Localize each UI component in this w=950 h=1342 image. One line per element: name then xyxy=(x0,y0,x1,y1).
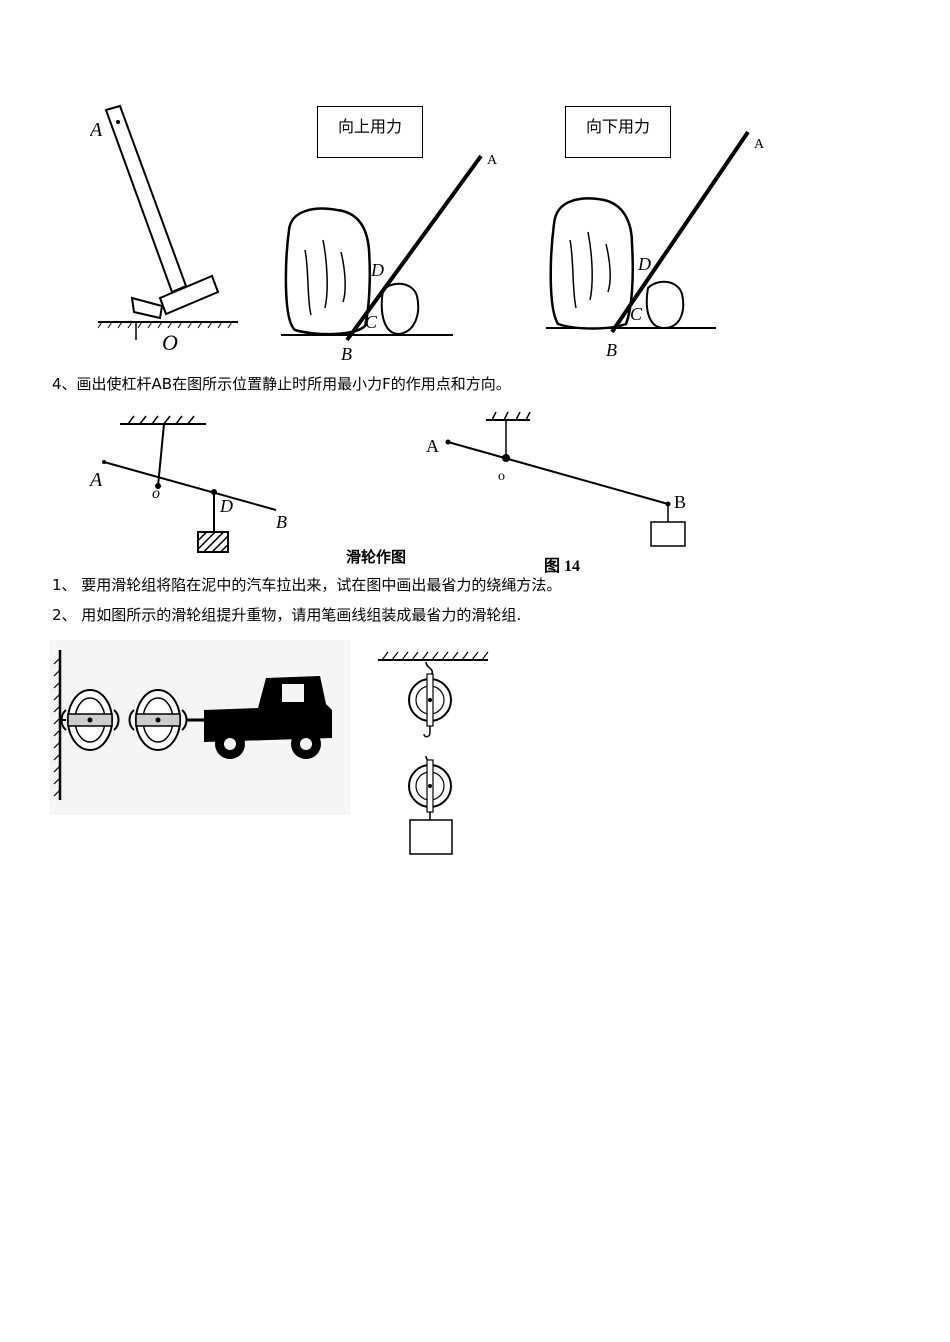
weight-box xyxy=(650,521,686,547)
lever-rod xyxy=(345,154,483,342)
small-stone xyxy=(380,282,420,336)
hanging-pulley-figure xyxy=(378,651,489,855)
fixed-pulley xyxy=(408,661,452,738)
question-1-text: 1、 要用滑轮组将陷在泥中的汽车拉出来，试在图中画出最省力的绕绳方法。 xyxy=(52,576,562,594)
small-stone xyxy=(645,280,685,330)
figure-caption: 图 14 xyxy=(544,558,581,575)
rock-lever-up-figure: A D C B xyxy=(281,153,498,364)
large-rock xyxy=(284,207,372,336)
hammer-label-o: O xyxy=(162,330,178,355)
car-pulley-figure xyxy=(50,640,350,815)
hammer-lever-figure: A O xyxy=(90,104,238,355)
svg-text:o: o xyxy=(498,469,505,484)
movable-pulley xyxy=(408,755,452,824)
svg-text:A: A xyxy=(426,436,439,456)
fixed-pulley xyxy=(60,689,120,751)
svg-text:C: C xyxy=(365,312,378,332)
downward-force-box: 向下用力 xyxy=(565,106,671,158)
svg-text:C: C xyxy=(630,304,643,324)
lever-diagram-left: A o D B xyxy=(88,415,287,553)
svg-text:D: D xyxy=(219,496,233,516)
lever-rod xyxy=(610,130,750,334)
svg-text:A: A xyxy=(754,137,765,152)
question-2-text: 2、 用如图所示的滑轮组提升重物，请用笔画线组装成最省力的滑轮组. xyxy=(52,606,522,624)
svg-text:B: B xyxy=(341,344,352,364)
weight-box xyxy=(409,819,453,855)
svg-text:B: B xyxy=(276,512,287,532)
hammer-label-a: A xyxy=(90,119,103,141)
section-title: 滑轮作图 xyxy=(346,548,407,566)
svg-text:D: D xyxy=(370,260,384,280)
ground-hatch xyxy=(97,321,233,329)
svg-text:A: A xyxy=(487,153,498,168)
svg-text:D: D xyxy=(637,254,651,274)
pickup-truck-icon xyxy=(204,676,332,759)
rock-lever-down-figure: A D C B xyxy=(546,130,765,360)
lever-diagram-right: A o B xyxy=(426,411,686,547)
svg-text:B: B xyxy=(606,340,617,360)
svg-text:o: o xyxy=(152,485,160,502)
upward-force-box: 向上用力 xyxy=(317,106,423,158)
hatched-weight xyxy=(197,531,229,553)
svg-text:B: B xyxy=(674,492,686,512)
question-4-text: 4、画出使杠杆AB在图所示位置静止时所用最小力F的作用点和方向。 xyxy=(52,375,511,393)
movable-pulley xyxy=(128,689,206,751)
svg-text:A: A xyxy=(88,469,103,491)
